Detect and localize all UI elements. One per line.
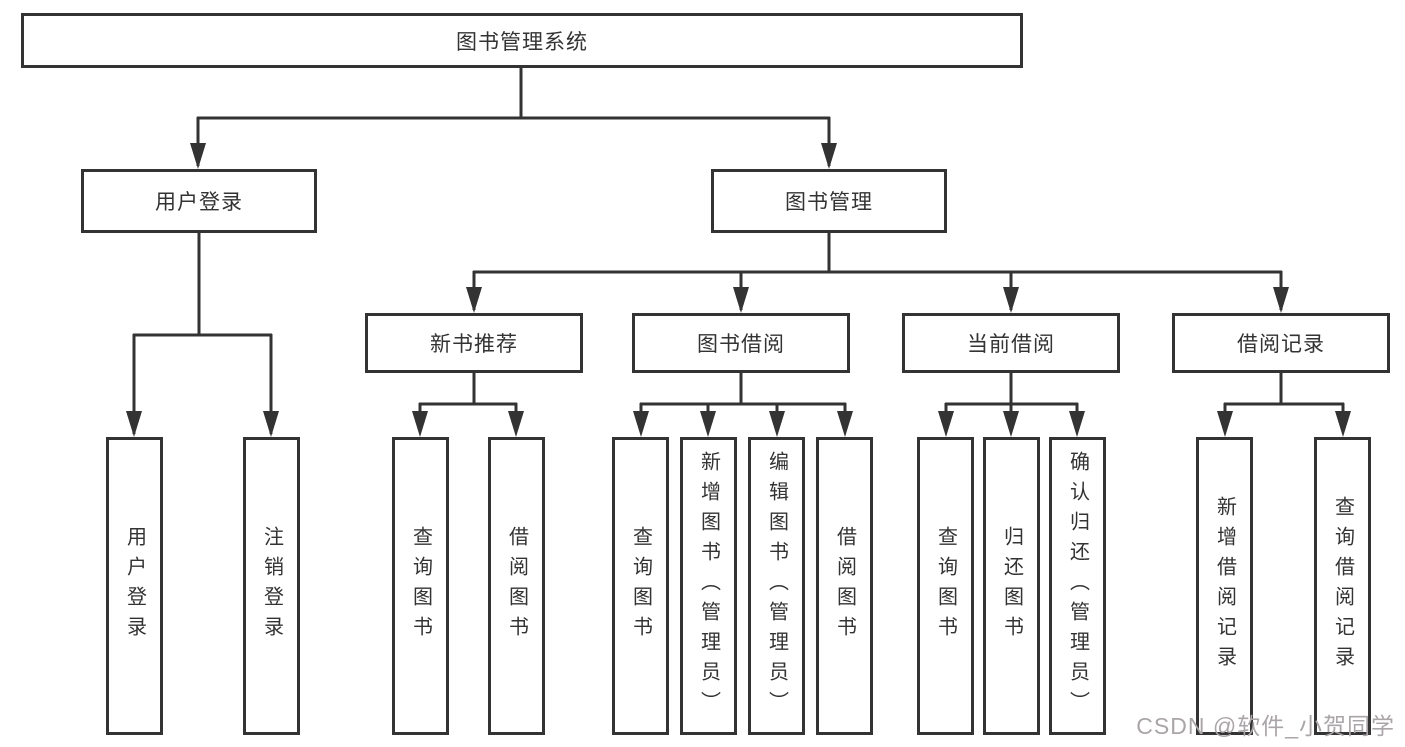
node-label: 确认归还（管理员） <box>1066 451 1089 721</box>
node-leaf-edit-book-admin: 编辑图书（管理员） <box>748 437 805 735</box>
node-leaf-add-book-admin: 新增图书（管理员） <box>680 437 737 735</box>
node-leaf-user-login: 用户登录 <box>106 437 163 735</box>
node-label: 图书借阅 <box>697 333 785 356</box>
node-leaf-borrow-books-2: 借阅图书 <box>816 437 873 735</box>
node-label: 归还图书 <box>1000 526 1023 646</box>
node-book-borrow: 图书借阅 <box>632 313 850 373</box>
node-leaf-query-books-3: 查询图书 <box>917 437 974 735</box>
node-book-management: 图书管理 <box>711 169 947 233</box>
node-label: 用户登录 <box>123 526 146 646</box>
node-label: 编辑图书（管理员） <box>765 451 788 721</box>
node-label: 查询图书 <box>629 526 652 646</box>
node-label: 用户登录 <box>155 191 243 214</box>
node-label: 借阅图书 <box>505 526 528 646</box>
node-leaf-logout: 注销登录 <box>243 437 300 735</box>
csdn-watermark: CSDN @软件_小贺同学 <box>1136 713 1395 739</box>
node-label: 新增图书（管理员） <box>697 451 720 721</box>
node-label: 查询图书 <box>409 526 432 646</box>
node-label: 图书管理 <box>785 191 873 214</box>
node-leaf-query-books-1: 查询图书 <box>392 437 449 735</box>
node-leaf-add-borrow-record: 新增借阅记录 <box>1196 437 1253 735</box>
node-label: 当前借阅 <box>967 333 1055 356</box>
node-label: 借阅图书 <box>833 526 856 646</box>
node-label: 注销登录 <box>260 526 283 646</box>
node-current-borrow: 当前借阅 <box>902 313 1120 373</box>
node-leaf-confirm-return-admin: 确认归还（管理员） <box>1049 437 1106 735</box>
node-label: 借阅记录 <box>1237 333 1325 356</box>
node-label: 查询图书 <box>934 526 957 646</box>
node-library-management-system: 图书管理系统 <box>21 13 1023 68</box>
node-label: 新书推荐 <box>430 333 518 356</box>
node-label: 图书管理系统 <box>456 30 588 54</box>
node-user-login: 用户登录 <box>81 169 317 233</box>
node-new-book-recommend: 新书推荐 <box>365 313 583 373</box>
node-label: 新增借阅记录 <box>1213 496 1236 676</box>
node-label: 查询借阅记录 <box>1331 496 1354 676</box>
node-leaf-borrow-books-1: 借阅图书 <box>488 437 545 735</box>
node-borrow-records: 借阅记录 <box>1172 313 1390 373</box>
node-leaf-return-books: 归还图书 <box>983 437 1040 735</box>
node-leaf-query-books-2: 查询图书 <box>612 437 669 735</box>
node-leaf-query-borrow-record: 查询借阅记录 <box>1314 437 1371 735</box>
